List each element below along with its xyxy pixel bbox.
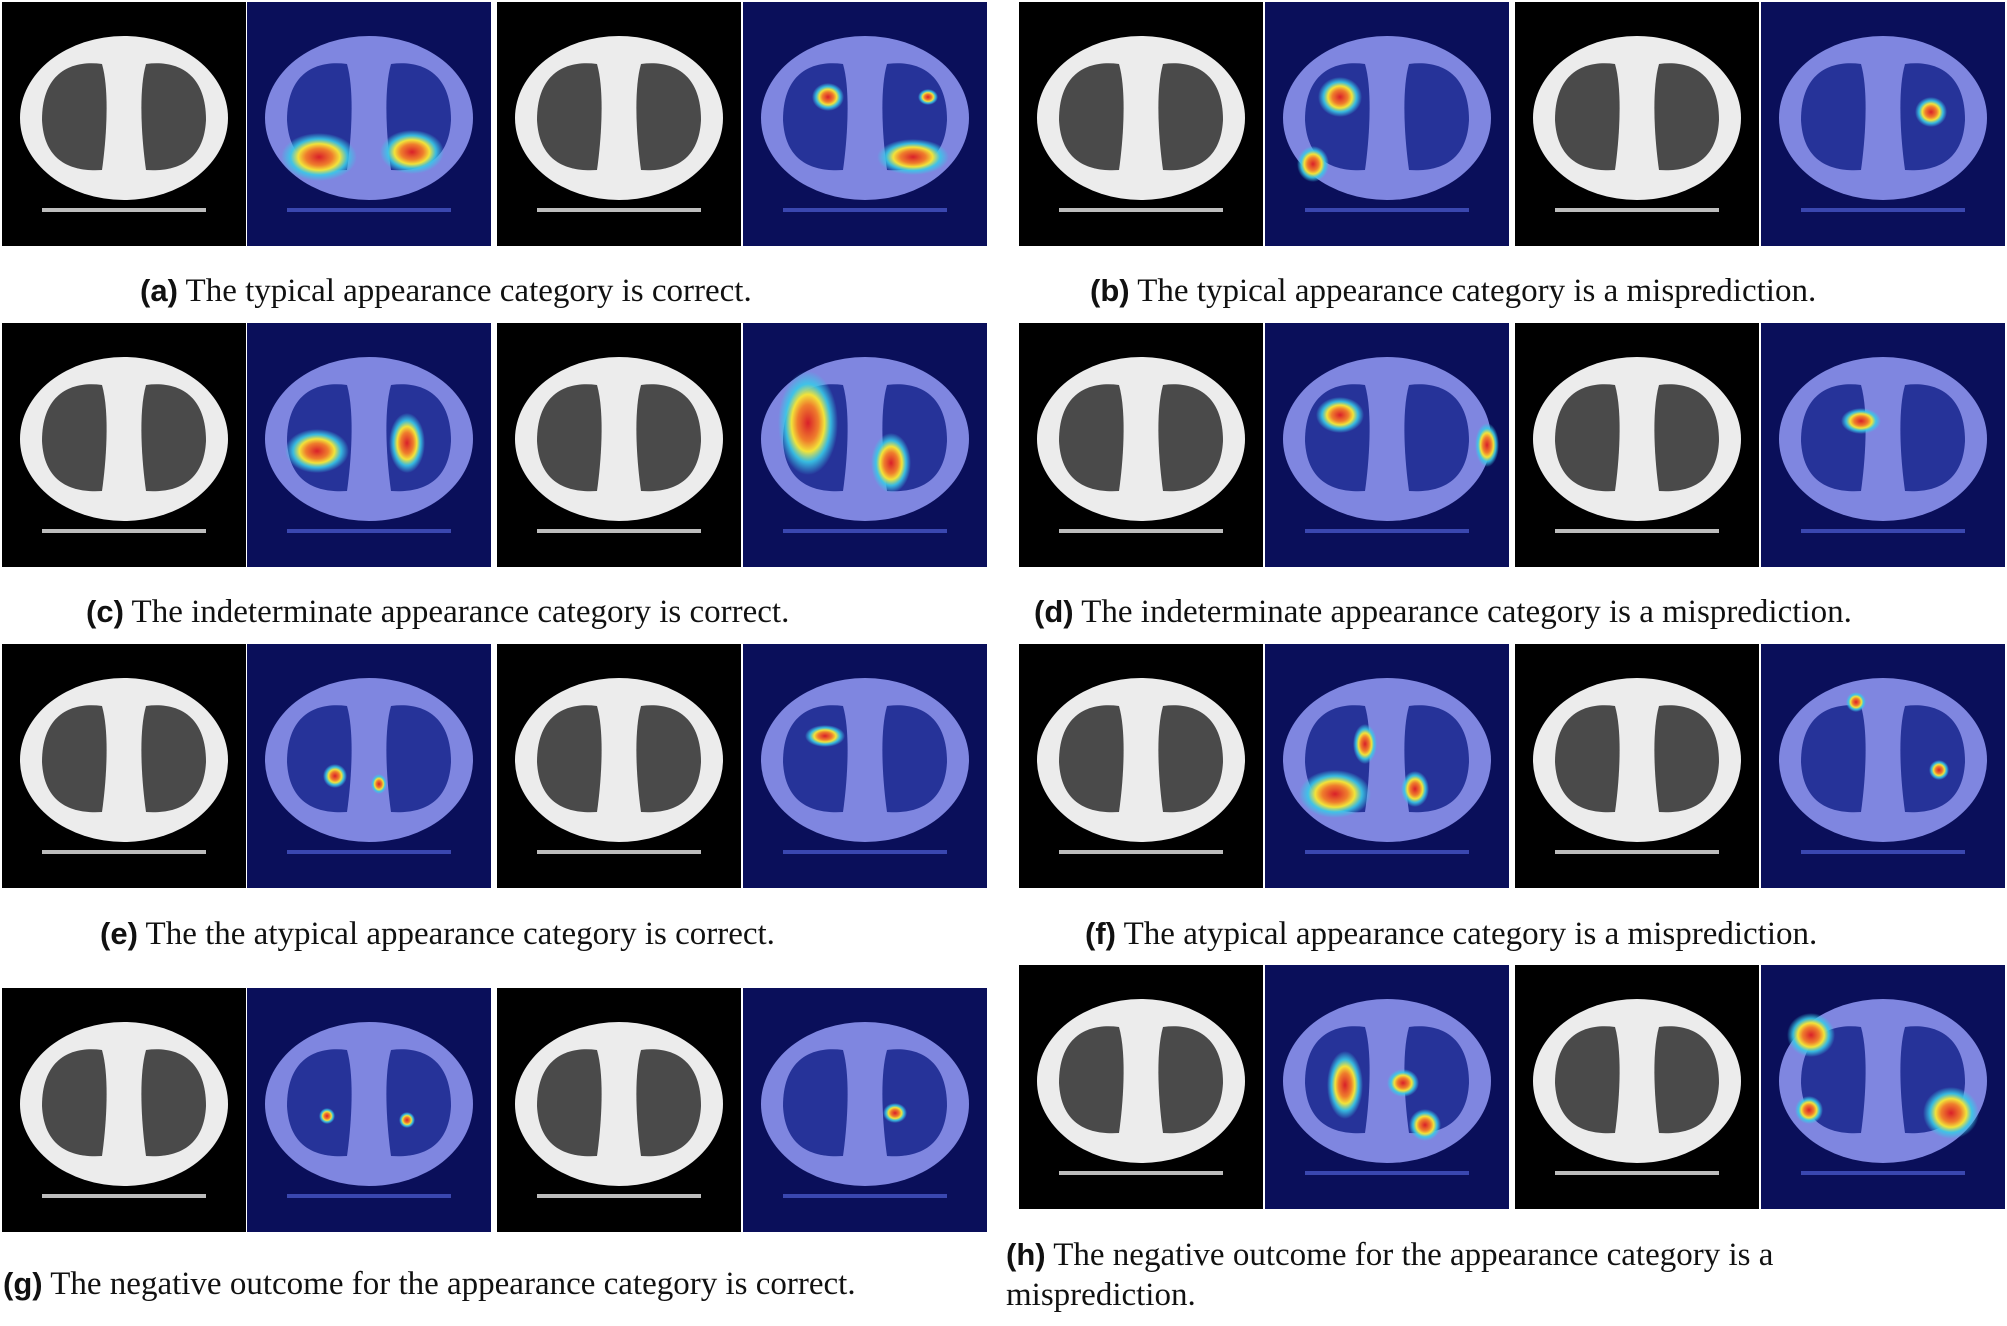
ct-slice-image xyxy=(2,323,246,567)
ct-slice-image xyxy=(1515,323,1759,567)
caption-f: (f) The atypical appearance category is … xyxy=(1085,916,1818,952)
ct-slice-image xyxy=(1019,644,1263,888)
heatmap-image xyxy=(1761,323,2005,567)
heatmap-image xyxy=(247,2,491,246)
ct-slice-image xyxy=(1019,2,1263,246)
ct-slice-image xyxy=(497,2,741,246)
heatmap-image xyxy=(743,323,987,567)
ct-slice-image xyxy=(2,2,246,246)
heatmap-image xyxy=(743,2,987,246)
ct-slice-image xyxy=(1019,965,1263,1209)
ct-slice-image xyxy=(497,644,741,888)
ct-slice-image xyxy=(497,323,741,567)
heatmap-image xyxy=(1761,644,2005,888)
ct-slice-image xyxy=(2,644,246,888)
ct-slice-image xyxy=(2,988,246,1232)
heatmap-image xyxy=(743,644,987,888)
heatmap-image xyxy=(247,988,491,1232)
heatmap-image xyxy=(1265,644,1509,888)
heatmap-image xyxy=(1761,2,2005,246)
ct-slice-image xyxy=(1515,644,1759,888)
caption-b: (b) The typical appearance category is a… xyxy=(1090,273,1817,309)
caption-g: (g) The negative outcome for the appeara… xyxy=(3,1266,856,1302)
caption-d: (d) The indeterminate appearance categor… xyxy=(1034,594,1852,630)
ct-slice-image xyxy=(1515,2,1759,246)
heatmap-image xyxy=(247,323,491,567)
ct-slice-image xyxy=(1515,965,1759,1209)
heatmap-image xyxy=(1265,2,1509,246)
ct-slice-image xyxy=(1019,323,1263,567)
heatmap-image xyxy=(1761,965,2005,1209)
heatmap-image xyxy=(1265,965,1509,1209)
ct-slice-image xyxy=(497,988,741,1232)
caption-e: (e) The the atypical appearance category… xyxy=(100,916,775,952)
caption-c: (c) The indeterminate appearance categor… xyxy=(86,594,790,630)
caption-h: (h) The negative outcome for the appeara… xyxy=(1006,1237,1774,1313)
heatmap-image xyxy=(743,988,987,1232)
caption-a: (a) The typical appearance category is c… xyxy=(140,273,752,309)
heatmap-image xyxy=(1265,323,1509,567)
heatmap-image xyxy=(247,644,491,888)
